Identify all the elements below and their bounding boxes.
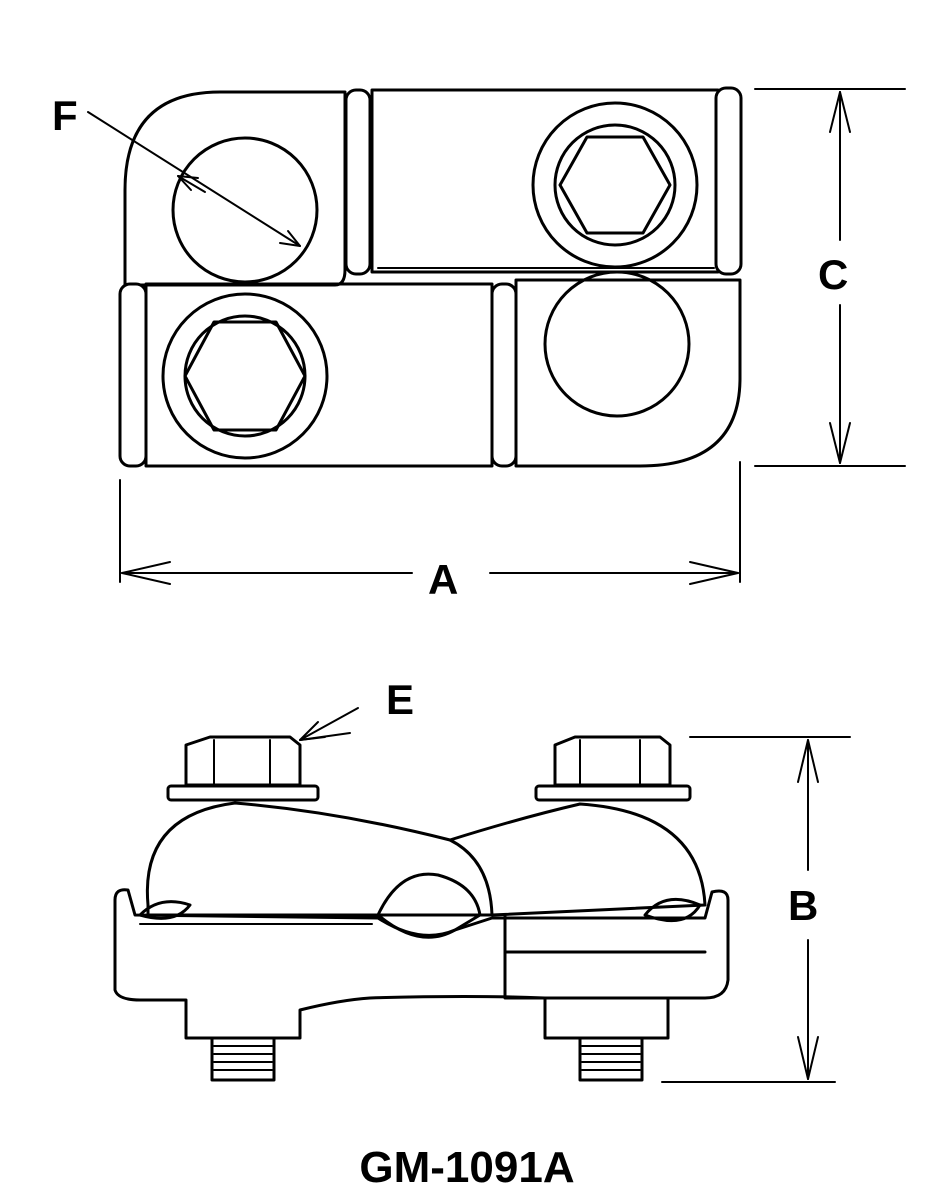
lower-right-block: [514, 278, 742, 468]
clamp-body: [113, 888, 730, 1000]
label-a: A: [428, 556, 458, 603]
dimension-e: E: [299, 676, 414, 741]
top-view: F C A: [52, 86, 906, 603]
washer-upper: [531, 101, 699, 269]
part-number-caption: GM-1091A: [359, 1143, 574, 1192]
washer-lower: [161, 292, 329, 460]
dimension-c: C: [754, 88, 906, 467]
label-b: B: [788, 882, 818, 929]
hex-nut-upper: [558, 135, 672, 235]
upper-left-block: [123, 90, 347, 287]
conductor-hole-left: [171, 136, 319, 284]
dimension-b: B: [661, 736, 851, 1083]
label-f: F: [52, 92, 78, 139]
dimension-a: A: [119, 461, 741, 603]
lower-left-end-bar: [118, 282, 148, 468]
side-view: E B: [113, 676, 851, 1083]
dimension-f: F: [52, 92, 301, 247]
right-bolt: [534, 735, 692, 1082]
upper-jaw-right: [448, 802, 707, 917]
hex-nut-lower: [183, 320, 307, 432]
upper-separator-bar: [344, 88, 372, 276]
bolt-head-lower-ring: [183, 314, 307, 438]
upper-jaw-left: [145, 801, 494, 917]
upper-right-end-bar: [714, 86, 743, 276]
left-bolt: [166, 735, 320, 1082]
label-c: C: [818, 251, 848, 298]
label-e: E: [386, 676, 414, 723]
conductor-hole-right: [543, 270, 691, 418]
lower-separator-bar: [490, 282, 518, 468]
lower-left-block: [144, 282, 494, 468]
bolt-head-upper-ring: [553, 123, 677, 247]
